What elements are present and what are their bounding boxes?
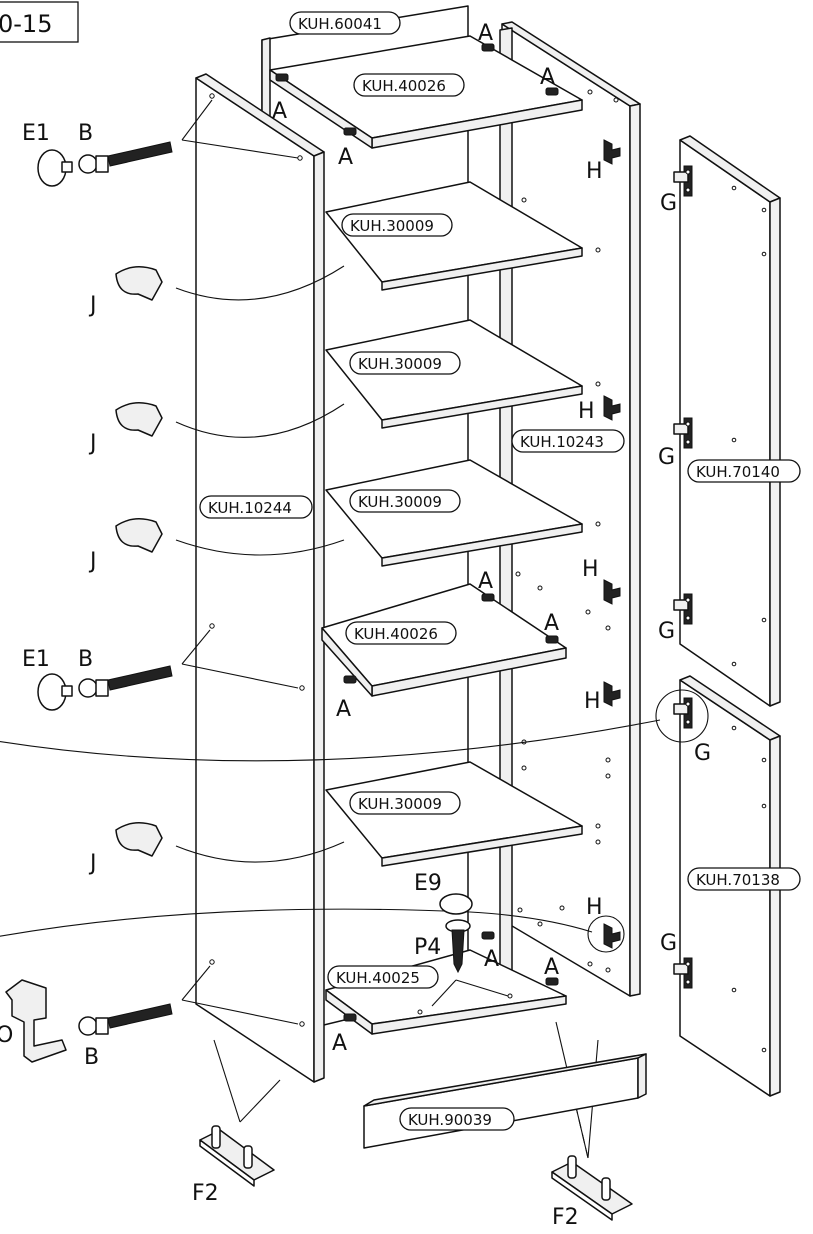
label-g-2: G: [658, 445, 675, 470]
drawing-code: 0-15: [0, 10, 52, 38]
label-h-4: H: [584, 689, 601, 714]
label-a-4: A: [338, 145, 353, 170]
hinge-plates-h: [587, 139, 625, 953]
label-a-7: A: [336, 697, 351, 722]
cap-e9: [439, 893, 473, 915]
pn-plinth: KUH.90039: [408, 1111, 492, 1129]
pn-bottom-shelf: KUH.40025: [336, 969, 420, 987]
connector-bolt-b-bottom: [78, 1003, 173, 1036]
pn-adjustable-shelf-1: KUH.30009: [350, 217, 434, 235]
label-a-2: A: [540, 65, 555, 90]
adjustable-shelf-1: [325, 181, 583, 291]
label-a-8: A: [484, 947, 499, 972]
label-e1-mid: E1: [22, 647, 50, 672]
label-a-6: A: [544, 611, 559, 636]
left-side-panel: [195, 73, 325, 1083]
label-g-1: G: [660, 191, 677, 216]
pn-right-side-panel: KUH.10243: [520, 433, 604, 451]
label-j-2: J: [88, 431, 97, 456]
shelf-support-j-2: [115, 402, 163, 437]
shelf-support-j-3: [115, 518, 163, 553]
cam-cover-e1-mid: [37, 673, 73, 711]
label-a-10: A: [332, 1031, 347, 1056]
door-hinges-g: [655, 165, 709, 989]
pn-upper-door: KUH.70140: [696, 463, 780, 481]
label-g-3: G: [658, 619, 675, 644]
connector-bolt-b-top: [78, 141, 173, 174]
label-p4: P4: [414, 935, 441, 960]
drawing-code-box: 0-15: [0, 1, 79, 43]
bottom-shelf: [325, 949, 567, 1035]
upper-door: [679, 135, 781, 707]
label-b-top: B: [78, 121, 93, 146]
label-f2-right: F2: [552, 1205, 579, 1229]
label-h-2: H: [578, 399, 595, 424]
leveling-foot-f2-right: [551, 1155, 633, 1221]
label-j-4: J: [88, 851, 97, 876]
label-a-9: A: [544, 955, 559, 980]
label-a-1: A: [478, 21, 493, 46]
label-j-3: J: [88, 549, 97, 574]
pn-top-shelf: KUH.40026: [362, 77, 446, 95]
cam-cover-e1-top: [37, 149, 73, 187]
dowel-pins-a: [275, 43, 559, 1022]
label-g-5: G: [660, 931, 677, 956]
label-b-bottom: B: [84, 1045, 99, 1070]
label-j-1: J: [88, 293, 97, 318]
pn-mid-fixed-shelf: KUH.40026: [354, 625, 438, 643]
shelf-support-j-1: [115, 266, 163, 301]
label-h-3: H: [582, 557, 599, 582]
pn-lower-door: KUH.70138: [696, 871, 780, 889]
shelf-support-j-4: [115, 822, 163, 857]
pn-adjustable-shelf-4: KUH.30009: [358, 795, 442, 813]
allen-key-tool-o: [5, 979, 67, 1063]
pn-left-side-panel: KUH.10244: [208, 499, 292, 517]
pn-adjustable-shelf-3: KUH.30009: [358, 493, 442, 511]
screw-p4: [445, 919, 471, 974]
label-h-5: H: [586, 895, 603, 920]
label-g-4: G: [694, 741, 711, 766]
connector-bolt-b-mid: [78, 665, 173, 698]
label-f2-left: F2: [192, 1181, 219, 1206]
label-b-mid: B: [78, 647, 93, 672]
pn-back-panel: KUH.60041: [298, 15, 382, 33]
leveling-foot-f2-left: [199, 1125, 275, 1187]
label-e1-top: E1: [22, 121, 50, 146]
label-h-1: H: [586, 159, 603, 184]
pn-adjustable-shelf-2: KUH.30009: [358, 355, 442, 373]
label-a-5: A: [478, 569, 493, 594]
label-e9: E9: [414, 871, 442, 896]
left-panel-holes: [209, 93, 305, 1027]
label-o: O: [0, 1023, 13, 1048]
label-a-3: A: [272, 99, 287, 124]
plinth: [363, 1053, 647, 1149]
